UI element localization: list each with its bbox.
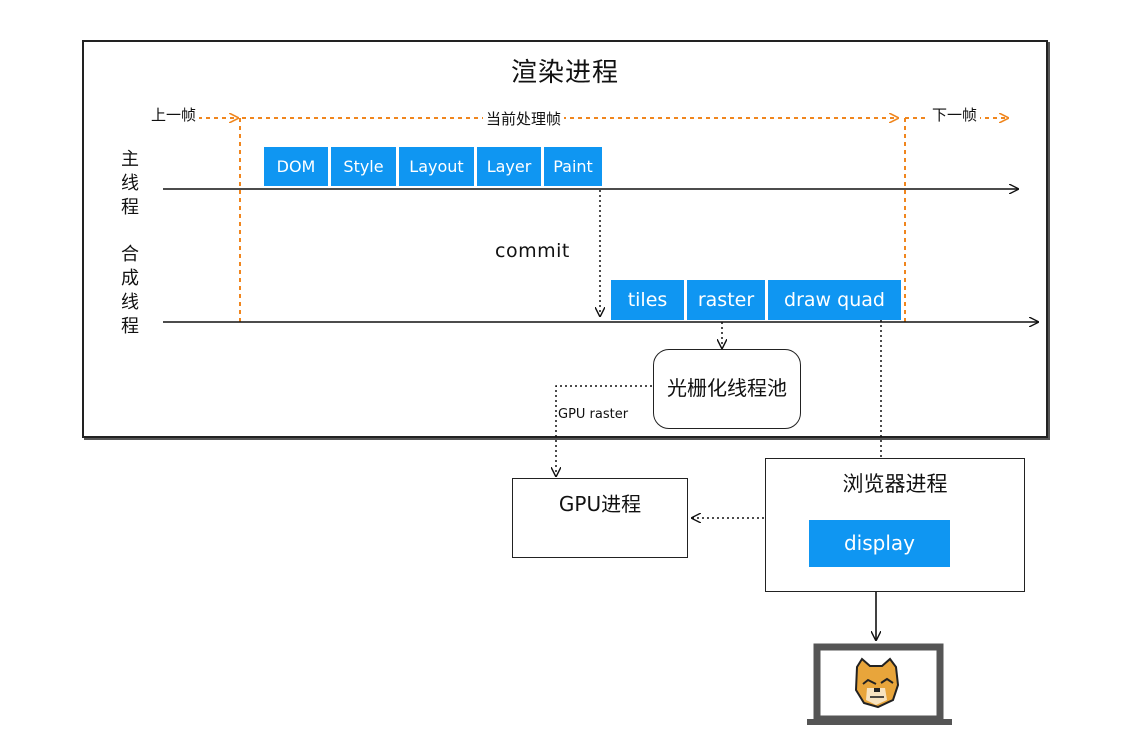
doge-face-icon bbox=[854, 657, 900, 709]
stage-dom: DOM bbox=[264, 147, 328, 186]
stage-draw-quad: draw quad bbox=[768, 280, 901, 320]
stage-paint: Paint bbox=[544, 147, 602, 186]
main-thread-label: 主线程 bbox=[121, 149, 139, 218]
gpu-process-box bbox=[512, 478, 688, 558]
stage-layer: Layer bbox=[477, 147, 541, 186]
display-stage: display bbox=[809, 520, 950, 567]
prev-frame-label: 上一帧 bbox=[148, 104, 200, 125]
render-process-box bbox=[82, 40, 1048, 438]
browser-process-label: 浏览器进程 bbox=[842, 472, 948, 496]
stage-tiles: tiles bbox=[611, 280, 684, 320]
gpu-process-label: GPU进程 bbox=[558, 492, 642, 516]
render-process-title: 渲染进程 bbox=[510, 58, 619, 88]
gpu-raster-label: GPU raster bbox=[558, 407, 629, 422]
next-frame-label: 下一帧 bbox=[929, 104, 981, 125]
pool-to-gpu-arrow bbox=[556, 385, 652, 476]
stage-raster: raster bbox=[687, 280, 765, 320]
raster-thread-pool: 光栅化线程池 bbox=[653, 349, 801, 429]
compositor-thread-label: 合成线程 bbox=[121, 244, 139, 337]
current-frame-label: 当前处理帧 bbox=[483, 108, 565, 129]
commit-label: commit bbox=[495, 240, 570, 262]
stage-layout: Layout bbox=[399, 147, 474, 186]
stage-style: Style bbox=[331, 147, 396, 186]
